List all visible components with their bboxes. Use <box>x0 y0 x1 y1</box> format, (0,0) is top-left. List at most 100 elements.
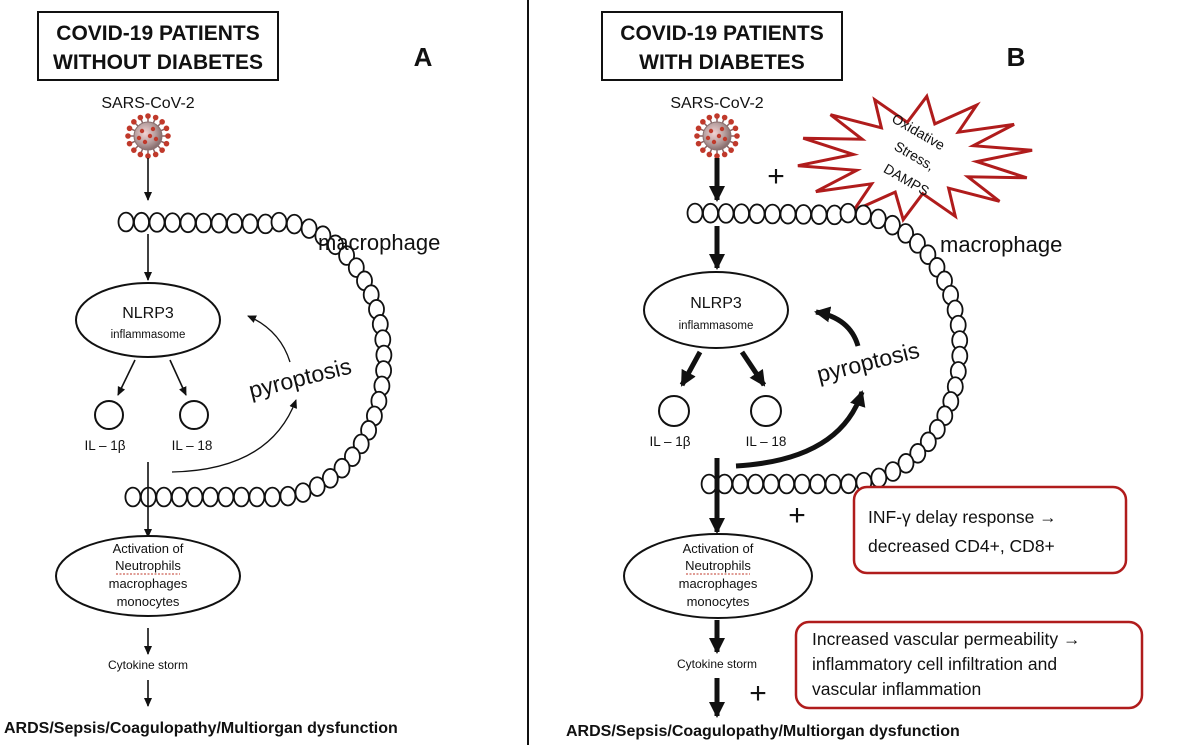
virus-spike-tip <box>131 147 137 153</box>
membrane-bead <box>270 211 288 233</box>
membrane-bead <box>795 204 812 225</box>
virus-spot <box>708 128 714 134</box>
virus-spike-tip <box>706 114 713 121</box>
panel-b: COVID-19 PATIENTS WITH DIABETES B SARS-C… <box>566 11 1144 740</box>
membrane-bead <box>762 473 780 495</box>
membrane-bead <box>321 468 339 489</box>
membrane-bead <box>279 485 297 507</box>
virus-spike-tip <box>706 151 713 158</box>
membrane-bead <box>314 225 332 246</box>
panel-b-nlrp3-label: NLRP3 <box>690 295 742 312</box>
panel-b-title-box <box>601 11 843 81</box>
membrane-bead <box>897 453 915 474</box>
membrane-bead <box>195 212 212 234</box>
membrane-bead <box>700 473 718 495</box>
membrane-bead <box>748 203 766 225</box>
virus-spike-tip <box>126 125 133 132</box>
panel-b-activation-line1: Activation of <box>683 541 754 556</box>
virus-spike-tip <box>714 113 720 119</box>
panel-a: COVID-19 PATIENTS WITHOUT DIABETES A SAR… <box>4 11 440 737</box>
panel-a-activation-line4: monocytes <box>117 594 180 609</box>
membrane-bead <box>333 457 351 479</box>
panel-b-il18-circle <box>750 395 782 427</box>
panel-b-activation-line3: macrophages <box>679 576 758 591</box>
panel-b-vascular-line2: inflammatory cell infiltration and <box>812 654 1057 674</box>
membrane-bead <box>170 486 188 508</box>
membrane-bead <box>179 212 197 234</box>
membrane-bead <box>124 486 142 508</box>
panel-b-inf-line1: INF-γ delay response → <box>868 507 1057 527</box>
panel-b-title-line2: WITH DIABETES <box>639 51 805 74</box>
membrane-bead <box>686 202 704 224</box>
virus-spike-tip <box>145 153 151 159</box>
panel-a-letter: A <box>414 42 433 72</box>
membrane-bead <box>824 473 842 495</box>
membrane-bead <box>117 211 135 233</box>
membrane-bead <box>343 446 361 467</box>
membrane-bead <box>263 486 281 508</box>
panel-b-il1b-circle <box>658 395 690 427</box>
panel-b-activation-line4: monocytes <box>687 594 750 609</box>
virus-spike-tip <box>145 113 151 119</box>
panel-b-vascular-box <box>794 620 1144 710</box>
panel-b-il18-label: IL – 18 <box>746 434 787 449</box>
panel-a-activation-ellipse <box>55 535 241 617</box>
membrane-bead <box>909 443 927 464</box>
panel-a-arrow-il1b <box>117 359 136 396</box>
membrane-bead <box>870 467 888 489</box>
membrane-bead <box>884 461 902 482</box>
membrane-bead <box>919 431 937 453</box>
panel-b-plus-oxidative: + <box>767 160 785 193</box>
panel-a-arrow-pyro-up <box>247 315 291 363</box>
panel-a-nlrp3-label: NLRP3 <box>122 305 174 322</box>
virus-spike-tip <box>159 119 165 125</box>
virus-spot <box>711 139 717 145</box>
virus-spot <box>142 139 148 145</box>
membrane-bead <box>764 203 781 225</box>
membrane-bead <box>308 476 326 497</box>
panel-b-arrow-il1b <box>679 350 703 387</box>
panel-a-macrophage-membrane <box>117 211 393 508</box>
membrane-bead <box>217 486 235 508</box>
panel-b-oxidative-burst <box>797 92 1033 224</box>
panel-b-activation-line2: Neutrophils <box>685 558 751 573</box>
panel-a-activation-line1: Activation of <box>113 541 184 556</box>
virus-spike-tip <box>732 125 739 132</box>
virus-spot <box>722 136 728 142</box>
panel-b-il1b-label: IL – 1β <box>649 434 690 449</box>
membrane-bead <box>869 208 887 230</box>
membrane-bead <box>793 473 811 495</box>
panel-b-macrophage-membrane <box>686 202 969 495</box>
membrane-bead <box>778 473 795 495</box>
membrane-bead <box>326 234 344 256</box>
panel-a-activation-line3: macrophages <box>109 576 188 591</box>
virus-spike-tip <box>152 151 159 158</box>
membrane-bead <box>294 482 312 503</box>
panel-a-outcome-label: ARDS/Sepsis/Coagulopathy/Multiorgan dysf… <box>4 720 398 737</box>
virus-spike-tip <box>721 151 728 158</box>
panel-b-inf-line2: decreased CD4+, CD8+ <box>868 536 1055 556</box>
membrane-bead <box>241 213 259 234</box>
panel-a-macrophage-label: macrophage <box>318 230 440 255</box>
panel-b-arrow-pyro-curve <box>735 390 866 469</box>
virus-spike-tip <box>694 133 700 139</box>
virus-spike-tip <box>163 140 170 147</box>
membrane-bead <box>839 202 857 224</box>
virus-spike-tip <box>152 114 159 121</box>
panel-b-activation-ellipse <box>623 533 813 619</box>
membrane-bead <box>840 473 857 495</box>
virus-spike-tip <box>728 147 734 153</box>
membrane-bead <box>731 473 749 495</box>
virus-spike-tip <box>732 140 739 147</box>
virus-spot <box>716 133 722 139</box>
virus-spike-tip <box>126 140 133 147</box>
panel-b-plus-vascular: + <box>749 677 767 710</box>
virus-spike-tip <box>695 140 702 147</box>
membrane-bead <box>702 202 719 224</box>
virus-spike-tip <box>714 153 720 159</box>
membrane-bead <box>897 223 914 244</box>
membrane-bead <box>909 233 926 254</box>
membrane-bead <box>717 203 735 224</box>
virus-spike-tip <box>159 147 165 153</box>
